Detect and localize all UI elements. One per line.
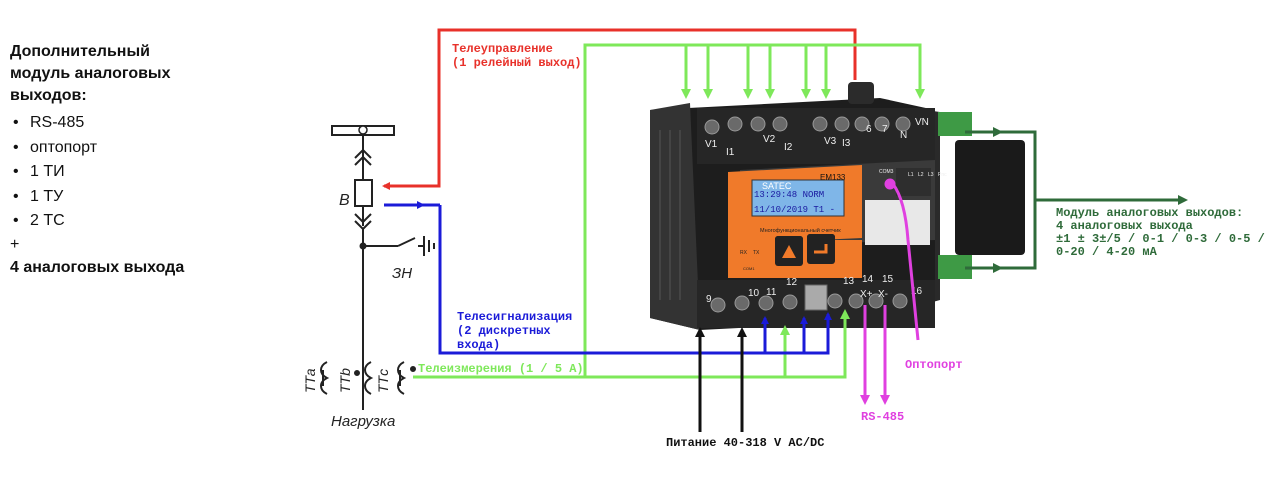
wire-optoport xyxy=(884,178,920,341)
teleupravlenie-sublabel: (1 релейный выход) xyxy=(452,56,582,70)
wire-rs485 xyxy=(860,305,890,405)
breaker-symbol xyxy=(354,179,373,207)
telesignalizacia-sublabel: входа) xyxy=(457,338,500,352)
phase-led: L3 xyxy=(928,172,934,178)
device-brand: SATEC xyxy=(762,181,792,191)
terminal-label: I3 xyxy=(842,138,851,149)
ct-label: ТТc xyxy=(375,369,391,393)
wire-telesignalizacia xyxy=(384,201,832,355)
heading-line: модуль аналоговых xyxy=(10,65,171,82)
terminal-label: V2 xyxy=(763,134,776,145)
feature-item: 1 ТУ xyxy=(10,185,260,210)
led-label: COM1 xyxy=(743,266,755,271)
terminal-label: 9 xyxy=(706,294,712,305)
led-label: TX xyxy=(753,250,760,256)
teleizmerenia-label: Телеизмерения (1 / 5 A) xyxy=(418,362,584,376)
feature-list: RS-485 оптопорт 1 ТИ 1 ТУ 2 ТС xyxy=(10,111,260,234)
pitanie-label: Питание 40-318 V AC/DC xyxy=(666,436,824,450)
lcd-line-2: 11/10/2019 T1 - xyxy=(754,205,835,215)
heading-line: Дополнительный xyxy=(10,43,150,60)
wire-teleupravlenie xyxy=(382,28,857,190)
terminal-label: X- xyxy=(878,289,888,300)
terminal-label: V3 xyxy=(824,136,837,147)
telesignalizacia-sublabel: (2 дискретных xyxy=(457,324,551,338)
heading-line: выходов: xyxy=(10,87,87,104)
optoport-label: Оптопорт xyxy=(905,358,963,372)
analog-module-ranges: 0-20 / 4-20 мА xyxy=(1056,245,1158,259)
lcd-line-1: 13:29:48 NORM xyxy=(754,190,824,200)
terminal-label: X+ xyxy=(860,289,873,300)
feature-item: 2 ТС xyxy=(10,209,260,234)
single-line-schematic xyxy=(320,125,435,410)
teleupravlenie-label: Телеуправление xyxy=(452,42,553,56)
analog-module-ranges: ±1 ± 3±/5 / 0-1 / 0-3 / 0-5 / xyxy=(1056,232,1265,246)
terminal-label: VN xyxy=(915,117,929,128)
phase-led: Pnc xyxy=(938,172,947,178)
terminal-label: I2 xyxy=(784,142,793,153)
telesignalizacia-label: Телесигнализация xyxy=(457,310,572,324)
terminal-label: V1 xyxy=(705,139,718,150)
analog-module-sublabel: 4 аналоговых выхода xyxy=(1056,219,1193,233)
terminal-label: 11 xyxy=(766,287,777,298)
phase-led: L1 xyxy=(908,172,914,178)
terminal-label: 16 xyxy=(911,286,923,297)
ct-symbols xyxy=(320,361,416,395)
module-heading: Дополнительный модуль аналоговых выходов… xyxy=(10,41,260,107)
feature-item: RS-485 xyxy=(10,111,260,136)
device-model: EM133 xyxy=(820,173,846,182)
ct-label: ТТа xyxy=(302,368,318,393)
feature-item: оптопорт xyxy=(10,136,260,161)
terminal-label: 12 xyxy=(786,277,798,288)
left-panel: Дополнительный модуль аналоговых выходов… xyxy=(10,41,260,280)
terminal-label: I1 xyxy=(726,147,735,158)
feature-item: 1 ТИ xyxy=(10,160,260,185)
terminal-label: 10 xyxy=(748,288,760,299)
phase-led: L2 xyxy=(918,172,924,178)
wire-pitanie xyxy=(695,327,747,432)
earth-switch-label: ЗН xyxy=(392,265,412,282)
meter-device xyxy=(650,82,1025,330)
terminal-label: 13 xyxy=(843,276,855,287)
terminal-label: 7 xyxy=(882,124,888,135)
terminal-label: 14 xyxy=(862,274,874,285)
terminal-label: 6 xyxy=(866,124,872,135)
rs485-label: RS-485 xyxy=(861,410,904,424)
com-label: COM3 xyxy=(879,169,894,175)
wire-teleizmerenia xyxy=(413,43,925,379)
analog-outputs-note: 4 аналоговых выхода xyxy=(10,258,185,276)
terminal-label: N xyxy=(900,130,907,141)
plus-sign: + xyxy=(10,235,20,253)
device-subtitle: Многофункциональный счетчик xyxy=(760,227,841,234)
wire-analog-module xyxy=(965,127,1188,273)
ct-label: ТТb xyxy=(337,368,353,393)
analog-module-label: Модуль аналоговых выходов: xyxy=(1056,206,1243,220)
load-label: Нагрузка xyxy=(331,413,395,430)
terminal-label: 15 xyxy=(882,274,894,285)
breaker-label: В xyxy=(339,192,350,209)
led-label: RX xyxy=(740,250,748,256)
